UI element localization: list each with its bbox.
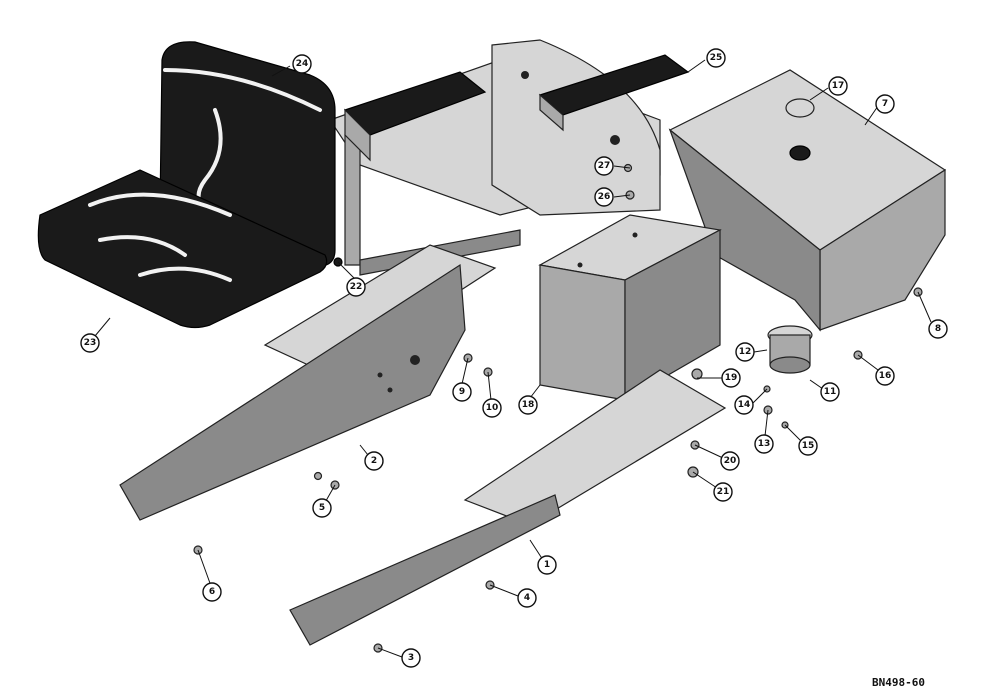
callout-label: 15 xyxy=(802,441,815,451)
callout-label: 27 xyxy=(598,161,611,171)
callout-24: 24 xyxy=(292,54,312,74)
callout-14: 14 xyxy=(734,395,754,415)
bolt-19 xyxy=(691,368,703,380)
callout-10: 10 xyxy=(482,398,502,418)
callout-label: 25 xyxy=(710,53,723,63)
callout-5: 5 xyxy=(312,498,332,518)
callout-label: 5 xyxy=(319,503,325,513)
callout-label: 13 xyxy=(758,439,771,449)
callout-18: 18 xyxy=(518,395,538,415)
seat-bottom-cushion xyxy=(37,169,328,329)
drawing-code: BN498-60 xyxy=(872,676,925,689)
filter-base-fitting xyxy=(767,325,813,374)
callout-label: 12 xyxy=(739,347,752,357)
callout-label: 19 xyxy=(725,373,738,383)
callout-4: 4 xyxy=(517,588,537,608)
battery-box xyxy=(538,214,722,402)
callout-17: 17 xyxy=(828,76,848,96)
callout-label: 23 xyxy=(84,338,97,348)
callout-label: 10 xyxy=(486,403,499,413)
left-armrest-pad xyxy=(343,71,487,162)
callout-label: 22 xyxy=(350,282,363,292)
callout-1: 1 xyxy=(537,555,557,575)
callout-label: 7 xyxy=(882,99,888,109)
left-side-panel xyxy=(119,244,497,521)
callout-9: 9 xyxy=(452,382,472,402)
callout-8: 8 xyxy=(928,319,948,339)
callout-26: 26 xyxy=(594,187,614,207)
callout-16: 16 xyxy=(875,366,895,386)
callout-label: 1 xyxy=(544,560,550,570)
callout-21: 21 xyxy=(713,482,733,502)
leader-lines xyxy=(94,59,932,658)
callout-3: 3 xyxy=(401,648,421,668)
fuel-tank xyxy=(668,69,947,332)
callout-label: 16 xyxy=(879,371,892,381)
callout-label: 14 xyxy=(738,400,751,410)
callout-7: 7 xyxy=(875,94,895,114)
upright-side-plate xyxy=(491,39,661,216)
right-side-panel xyxy=(289,369,727,646)
callout-label: 2 xyxy=(371,456,377,466)
callout-label: 3 xyxy=(408,653,414,663)
callout-25: 25 xyxy=(706,48,726,68)
callout-19: 19 xyxy=(721,368,741,388)
callout-label: 24 xyxy=(296,59,309,69)
callout-11: 11 xyxy=(820,382,840,402)
right-armrest-pad xyxy=(538,54,690,132)
callout-22: 22 xyxy=(346,277,366,297)
callout-15: 15 xyxy=(798,436,818,456)
callout-label: 6 xyxy=(209,587,215,597)
callout-label: 21 xyxy=(717,487,730,497)
callout-23: 23 xyxy=(80,333,100,353)
callout-27: 27 xyxy=(594,156,614,176)
callout-20: 20 xyxy=(720,451,740,471)
callout-12: 12 xyxy=(735,342,755,362)
callout-label: 20 xyxy=(724,456,737,466)
callout-label: 4 xyxy=(524,593,530,603)
callout-6: 6 xyxy=(202,582,222,602)
callout-label: 8 xyxy=(935,324,941,334)
callout-label: 17 xyxy=(832,81,845,91)
callout-label: 18 xyxy=(522,400,535,410)
callout-13: 13 xyxy=(754,434,774,454)
callout-label: 11 xyxy=(824,387,837,397)
washer-5a xyxy=(313,471,323,481)
callout-label: 26 xyxy=(598,192,611,202)
callout-label: 9 xyxy=(459,387,465,397)
callout-2: 2 xyxy=(364,451,384,471)
